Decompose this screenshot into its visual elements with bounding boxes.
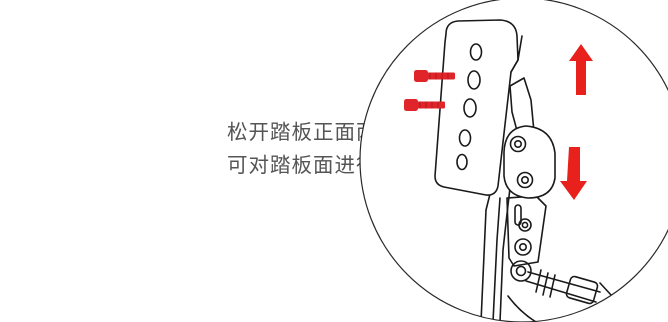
pivot-knuckle [503, 125, 556, 199]
arrow-up-icon [569, 44, 593, 95]
pedal-face [434, 19, 523, 196]
pedal-zoom-illustration [359, 0, 668, 322]
arrow-down-icon [560, 147, 587, 200]
pedal-assembly-icon [434, 19, 613, 322]
screw-icon [414, 70, 455, 82]
screw-icon [404, 99, 445, 111]
spring-rod [507, 269, 613, 322]
